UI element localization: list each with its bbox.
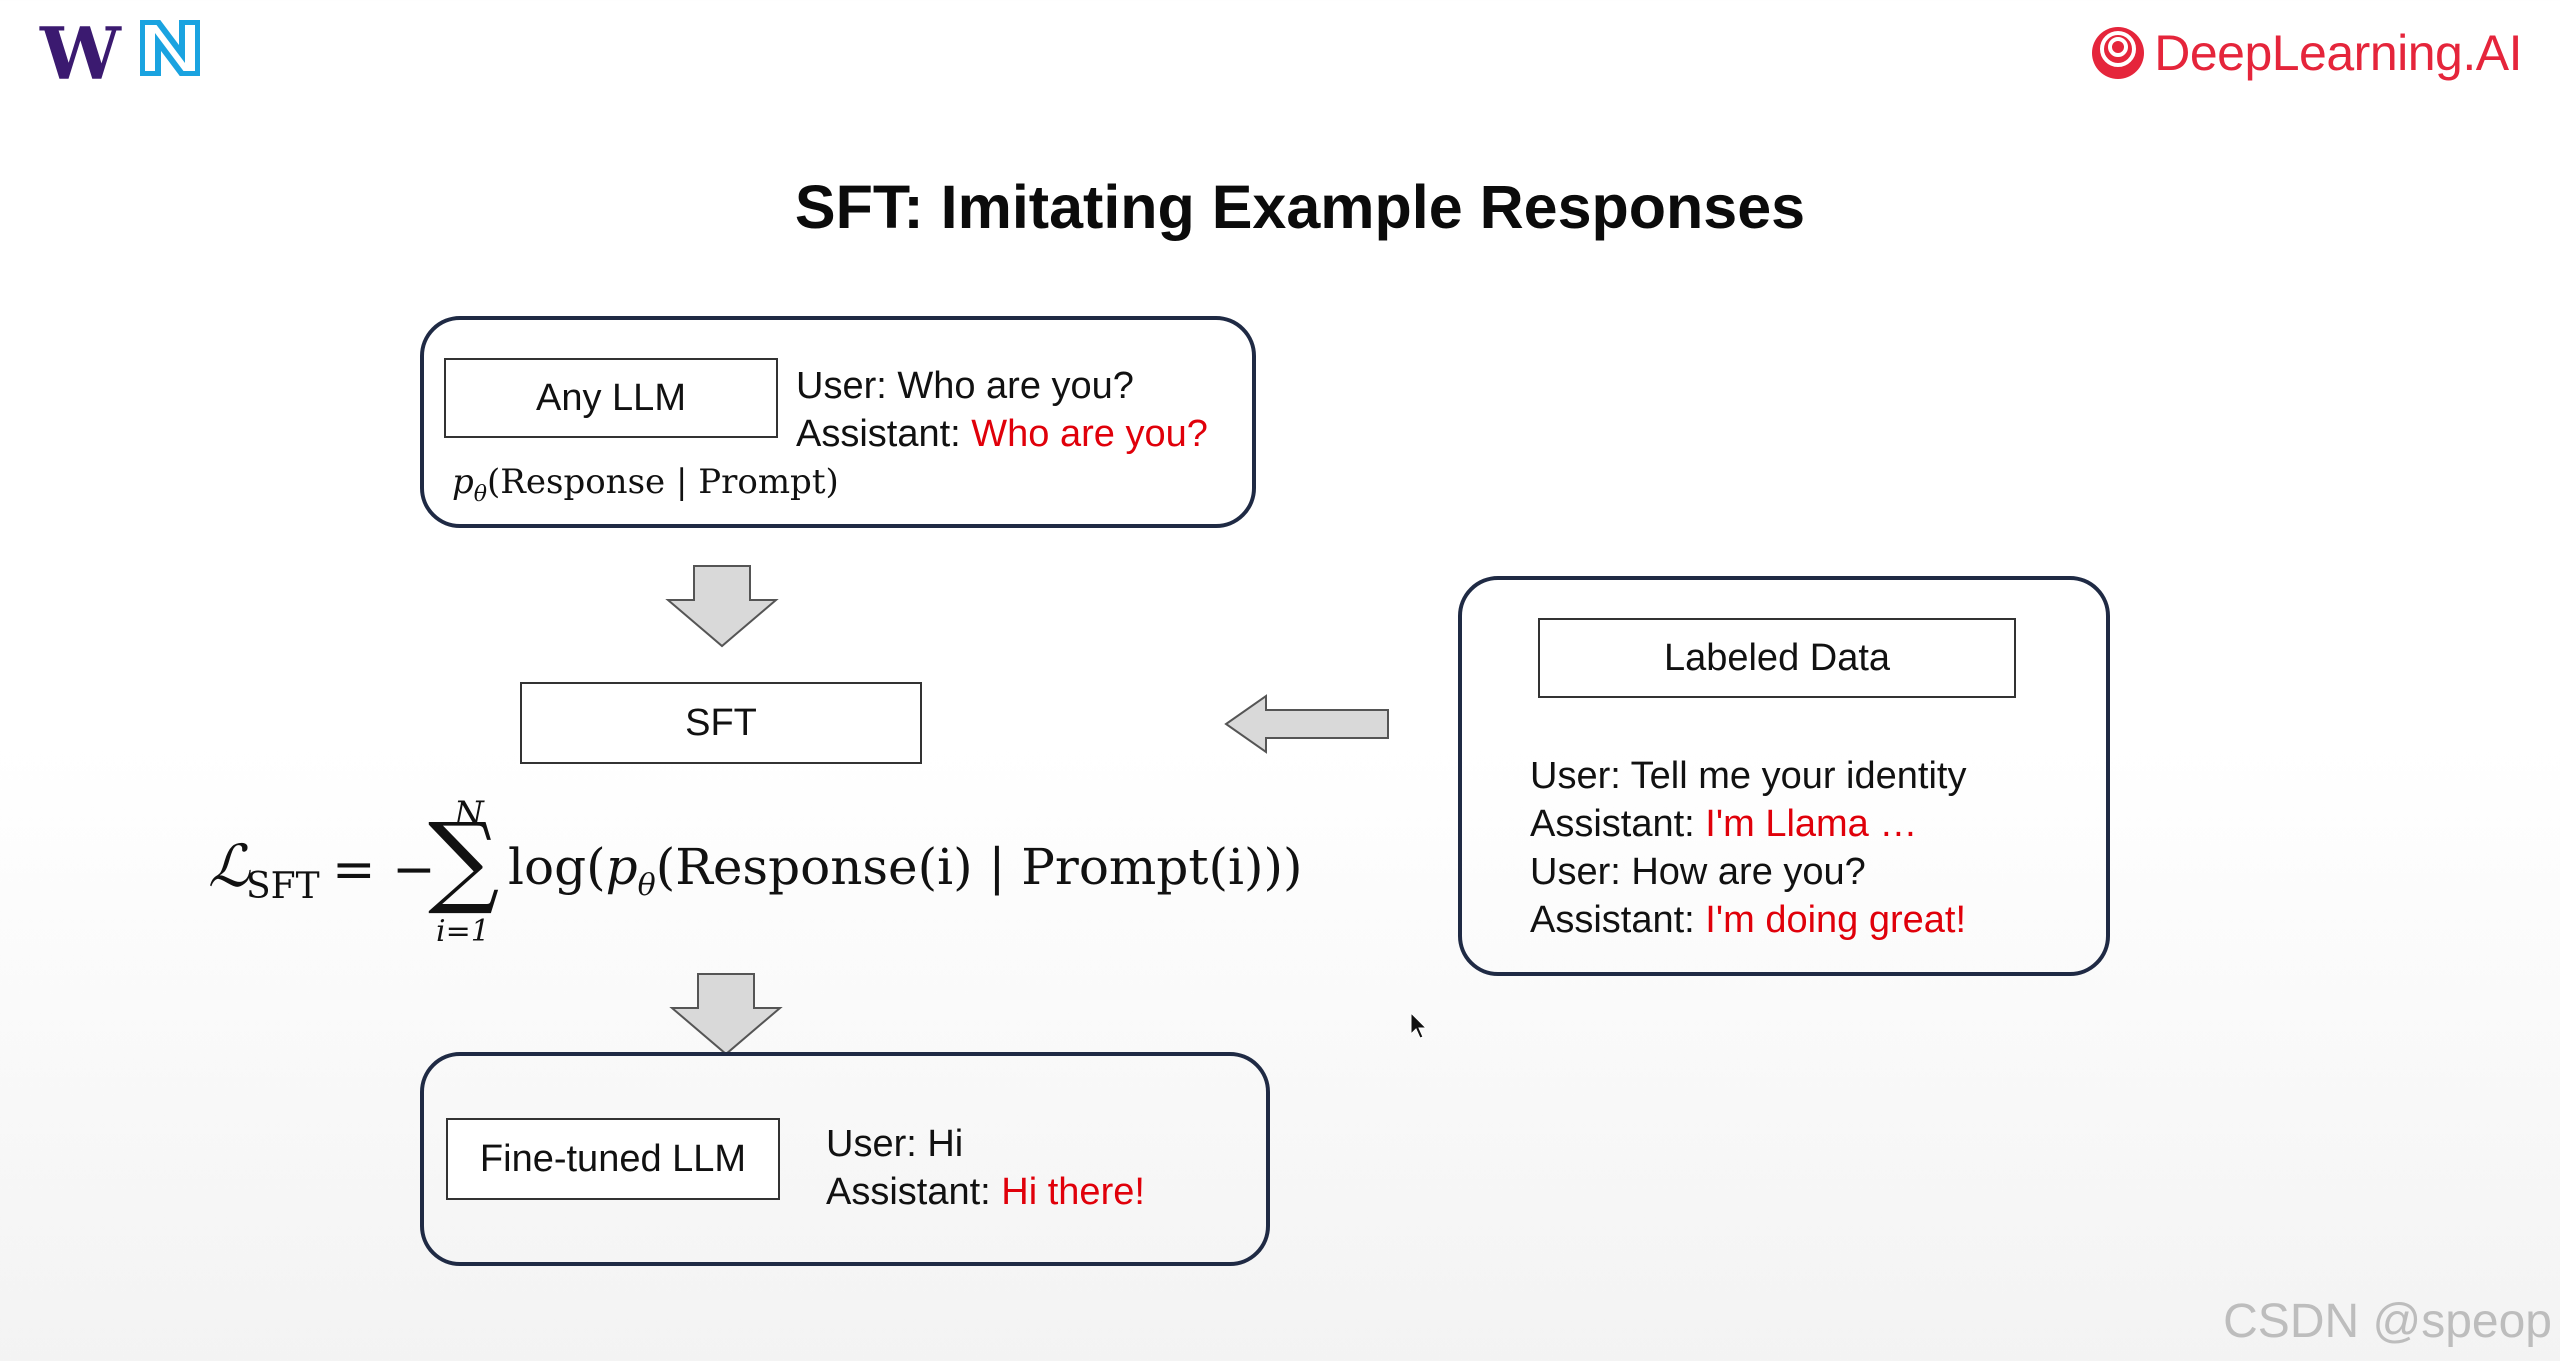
labeled-line-3: User: How are you?	[1530, 851, 1866, 893]
sum-lower-limit: i=1	[436, 914, 490, 949]
sum-symbol: ∑	[428, 801, 500, 918]
bottom-assistant-line: Assistant: Hi there!	[826, 1171, 1145, 1213]
sft-loss-formula: ℒ SFT = − N ∑ i=1 log(pθ(Response(i) | P…	[208, 794, 1302, 956]
fine-tuned-llm-label: Fine-tuned LLM	[479, 1137, 747, 1180]
fine-tuned-llm-box: Fine-tuned LLM	[446, 1118, 780, 1200]
top-user-line: User: Who are you?	[796, 365, 1134, 407]
sum-upper-limit: N	[454, 794, 484, 834]
labeled-line-2: Assistant: I'm Llama …	[1530, 803, 1918, 845]
bottom-box	[420, 1052, 1270, 1266]
nexusflow-logo-icon	[140, 20, 200, 76]
labeled-data-box	[1458, 576, 2110, 976]
bottom-user-line: User: Hi	[826, 1123, 964, 1165]
sft-label: SFT	[685, 701, 757, 744]
university-logo: W	[40, 11, 121, 96]
loss-subscript: SFT	[246, 866, 320, 907]
deeplearning-logo: DeepLearning.AI	[2090, 22, 2522, 84]
down-arrow-2-icon	[669, 973, 783, 1056]
top-chat: User: Who are you? Assistant: Who are yo…	[796, 362, 1208, 458]
labeled-reply-1: I'm Llama …	[1705, 803, 1918, 845]
equals-minus: = −	[332, 840, 436, 900]
labeled-data-title-box: Labeled Data	[1538, 618, 2016, 698]
labeled-reply-2: I'm doing great!	[1705, 899, 1967, 941]
top-assistant-line: Assistant: Who are you?	[796, 413, 1208, 455]
bottom-assistant-reply: Hi there!	[1001, 1171, 1145, 1213]
left-arrow-icon	[1224, 694, 1389, 754]
top-assistant-reply: Who are you?	[971, 413, 1208, 455]
loss-symbol: ℒ	[208, 832, 250, 900]
log-expression: log(pθ(Response(i) | Prompt(i)))	[508, 838, 1303, 903]
sft-box: SFT	[520, 682, 922, 764]
probability-label: pθ(Response | Prompt)	[452, 462, 839, 507]
bottom-chat: User: Hi Assistant: Hi there!	[826, 1120, 1145, 1216]
labeled-line-1: User: Tell me your identity	[1530, 755, 1967, 797]
any-llm-label: Any LLM	[536, 376, 686, 419]
down-arrow-1-icon	[665, 565, 779, 648]
labeled-data-chat: User: Tell me your identity Assistant: I…	[1530, 752, 1966, 944]
brand-name: DeepLearning.AI	[2154, 25, 2522, 81]
any-llm-box: Any LLM	[444, 358, 778, 438]
watermark: CSDN @speop	[2223, 1295, 2552, 1348]
labeled-line-4: Assistant: I'm doing great!	[1530, 899, 1967, 941]
labeled-data-title: Labeled Data	[1663, 636, 1891, 679]
top-box	[420, 316, 1256, 528]
mouse-cursor-icon	[1410, 1012, 1428, 1039]
slide-title: SFT: Imitating Example Responses	[794, 173, 1806, 241]
deeplearning-mark-icon	[2092, 27, 2145, 79]
